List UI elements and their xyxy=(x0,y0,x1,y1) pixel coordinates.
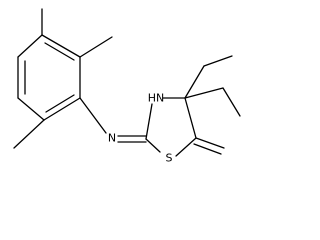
structure-diagram: HN N S xyxy=(13,8,241,165)
methylene-double-bond xyxy=(193,137,225,155)
ring-bond xyxy=(145,103,153,140)
ring-bond xyxy=(175,137,197,157)
ring-bond xyxy=(17,34,43,58)
mesityl-ring xyxy=(17,34,81,121)
ring-bond xyxy=(43,97,81,121)
ring-bond xyxy=(184,97,197,139)
imine-double-bond xyxy=(117,135,147,143)
ring-bond xyxy=(41,34,81,58)
aryl-n-bond xyxy=(79,97,107,134)
ring-bond xyxy=(17,97,45,121)
ethyl-group-upper xyxy=(184,55,233,99)
methyl-bond-left xyxy=(13,119,45,149)
aromatic-inner-bond xyxy=(45,94,75,113)
ring-nitrogen-label: HN xyxy=(148,92,165,105)
methyl-groups xyxy=(13,8,113,149)
ethyl-group-lower xyxy=(184,87,241,117)
aromatic-inner-bond xyxy=(44,42,75,61)
thiazolidine-ring xyxy=(145,97,197,157)
imine-nitrogen-label: N xyxy=(108,132,116,145)
ring-bond xyxy=(145,138,161,153)
sulfur-label: S xyxy=(166,152,173,165)
methyl-bond-right xyxy=(79,36,113,58)
